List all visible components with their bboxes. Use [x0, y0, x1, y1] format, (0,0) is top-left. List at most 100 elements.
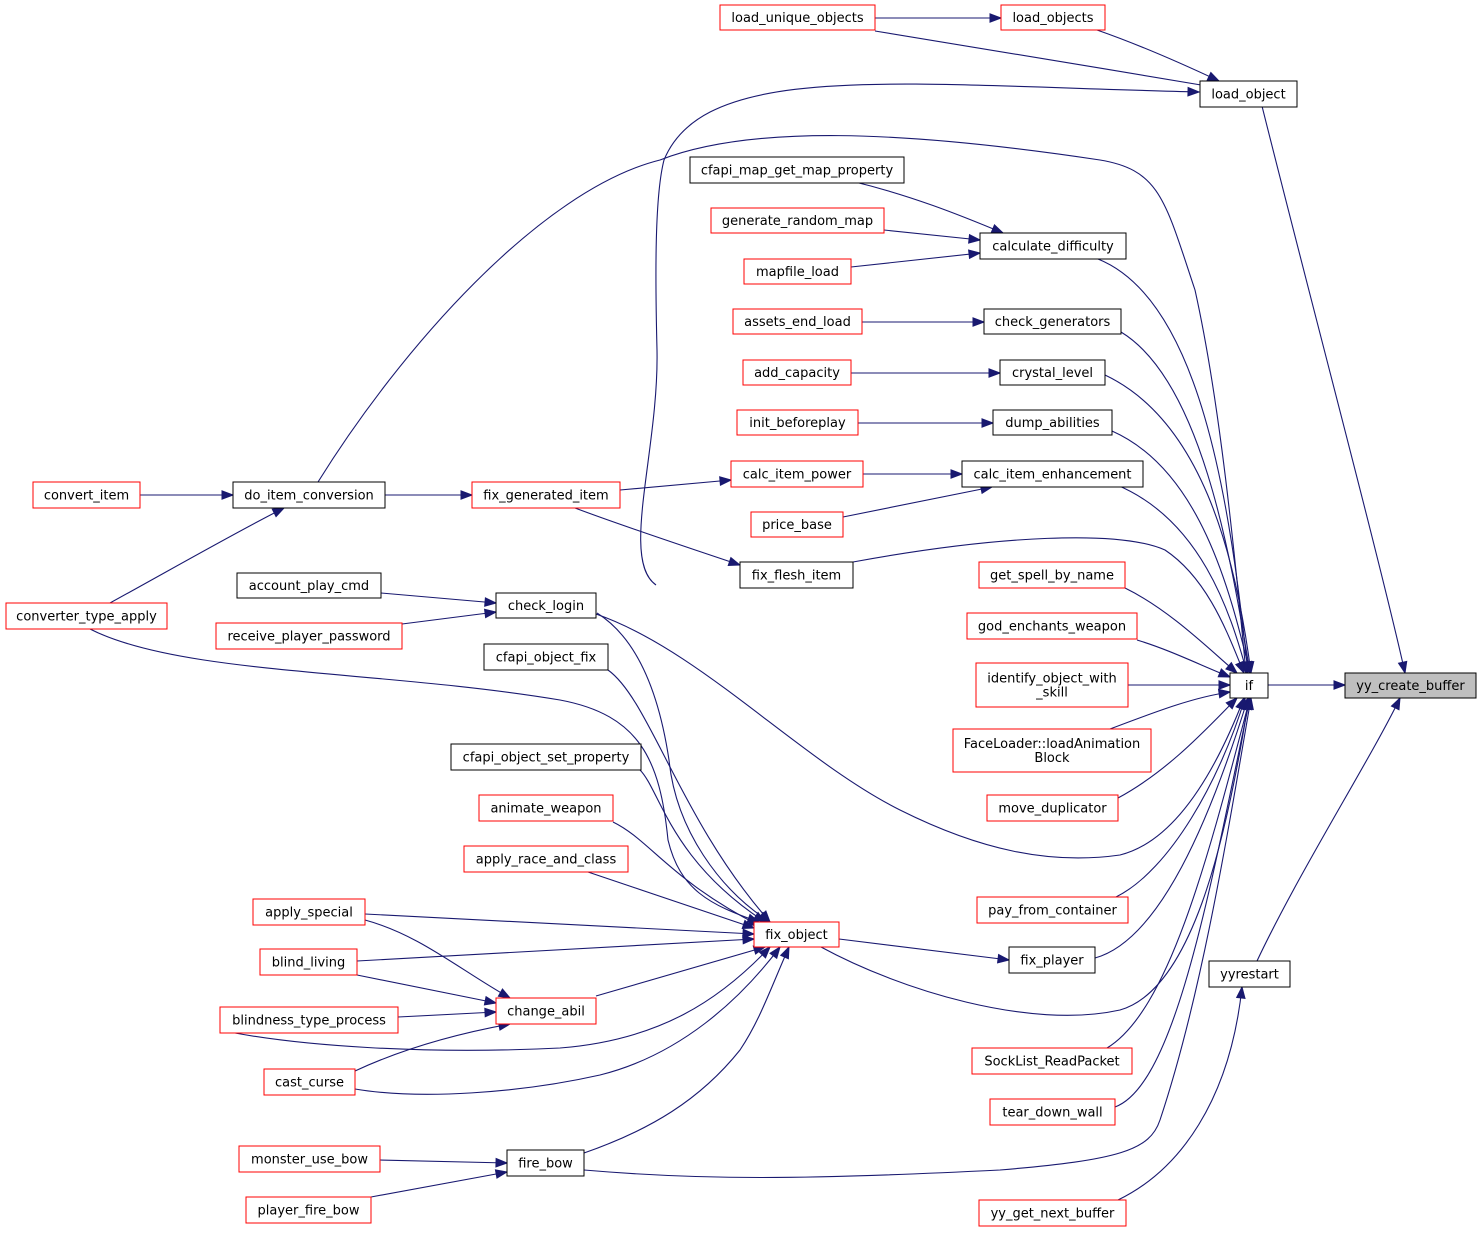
node-apply-race-and-class[interactable]: apply_race_and_class	[463, 845, 629, 873]
node-label: price_base	[762, 518, 832, 533]
node-label: animate_weapon	[490, 802, 601, 817]
arrowhead-icon	[742, 934, 756, 945]
call-edge-to-if	[1097, 258, 1249, 674]
node-identify-object-with-skill[interactable]: identify_object_with_skill	[975, 662, 1129, 708]
arrowhead-icon	[742, 928, 756, 939]
node-get-spell-by-name[interactable]: get_spell_by_name	[978, 561, 1126, 589]
node-socklist-readpacket[interactable]: SockList_ReadPacket	[971, 1047, 1133, 1075]
node-add-capacity[interactable]: add_capacity	[742, 359, 852, 386]
node-animate-weapon[interactable]: animate_weapon	[478, 794, 614, 822]
call-edge-to-change-abil	[364, 919, 511, 999]
arrowhead-icon	[1187, 86, 1201, 97]
node-cfapi-object-set-property: cfapi_object_set_property	[450, 743, 642, 771]
arrowhead-icon	[988, 368, 1002, 378]
arrowhead-icon	[484, 1007, 498, 1018]
node-yy-get-next-buffer[interactable]: yy_get_next_buffer	[978, 1199, 1127, 1227]
node-box	[1208, 960, 1291, 988]
node-box	[753, 921, 840, 948]
arrowhead-icon	[989, 13, 1003, 23]
call-edge-to-if	[583, 697, 1252, 1179]
node-label: blind_living	[272, 956, 346, 971]
node-convert-item[interactable]: convert_item	[32, 481, 141, 509]
call-edge-to-if	[317, 135, 1247, 674]
arrowhead-icon	[727, 556, 742, 567]
node-label: blindness_type_process	[232, 1014, 386, 1029]
node-monster-use-bow[interactable]: monster_use_bow	[238, 1145, 381, 1173]
arrowhead-icon	[972, 317, 986, 327]
node-calc-item-power[interactable]: calc_item_power	[730, 460, 864, 488]
node-assets-end-load[interactable]: assets_end_load	[732, 308, 863, 335]
node-receive-player-password[interactable]: receive_player_password	[215, 622, 403, 650]
node-label: _skill	[1035, 686, 1068, 701]
node-label: check_login	[508, 599, 584, 614]
node-god-enchants-weapon[interactable]: god_enchants_weapon	[966, 612, 1138, 640]
node-change-abil[interactable]: change_abil	[495, 997, 597, 1025]
node-pay-from-container[interactable]: pay_from_container	[976, 896, 1129, 924]
node-blindness-type-process[interactable]: blindness_type_process	[219, 1006, 399, 1034]
node-box	[992, 409, 1113, 436]
node-label: yyrestart	[1220, 968, 1279, 983]
node-box	[989, 1098, 1116, 1126]
node-box	[710, 207, 885, 234]
call-edge-to-check-login	[380, 592, 497, 604]
node-label: cfapi_object_fix	[496, 651, 597, 666]
node-label: generate_random_map	[722, 214, 873, 229]
node-fix-generated-item[interactable]: fix_generated_item	[471, 481, 621, 509]
arrowhead-icon	[271, 507, 286, 518]
node-label: if	[1245, 679, 1254, 694]
call-edge-to-if	[1115, 697, 1246, 898]
node-label: cast_curse	[275, 1076, 344, 1091]
call-edge-to-if	[1104, 374, 1252, 674]
call-edge-to-load-object	[1096, 29, 1220, 82]
arrowhead-icon	[1217, 688, 1232, 699]
call-edge-to-fix-object	[612, 821, 761, 927]
node-blind-living[interactable]: blind_living	[259, 948, 358, 976]
node-box	[236, 572, 382, 599]
node-label: apply_special	[265, 906, 353, 921]
call-edge-to-change-abil	[397, 1011, 497, 1018]
call-edge-to-yy-create-buffer	[1256, 697, 1401, 962]
call-edge-to-load-object	[640, 83, 1200, 586]
node-fix-player: fix_player	[1008, 946, 1096, 974]
call-edge-to-if	[852, 537, 1245, 674]
node-cast-curse[interactable]: cast_curse	[263, 1068, 356, 1096]
node-mapfile-load[interactable]: mapfile_load	[743, 258, 852, 285]
call-edge-to-calculate-difficulty	[850, 180, 1004, 234]
node-box	[259, 948, 358, 976]
arrowhead-icon	[221, 490, 235, 500]
node-account-play-cmd: account_play_cmd	[236, 572, 382, 599]
node-box	[719, 4, 876, 31]
node-label: yy_create_buffer	[1356, 679, 1465, 694]
node-price-base[interactable]: price_base	[750, 511, 844, 538]
arrowhead-icon	[483, 608, 498, 619]
arrowhead-icon	[719, 476, 733, 486]
node-yy-create-buffer: yy_create_buffer	[1344, 672, 1477, 699]
node-apply-special[interactable]: apply_special	[252, 898, 366, 926]
node-box	[450, 743, 642, 771]
call-edge-to-fix-object	[596, 612, 771, 923]
node-label: yy_get_next_buffer	[991, 1207, 1115, 1222]
call-edge-to-fix-object	[607, 669, 771, 923]
node-load-unique-objects[interactable]: load_unique_objects	[719, 4, 876, 31]
node-fix-object[interactable]: fix_object	[753, 921, 840, 948]
arrowhead-icon	[758, 910, 771, 924]
node-load-objects[interactable]: load_objects	[1000, 4, 1106, 31]
node-check-login: check_login	[495, 592, 597, 619]
node-move-duplicator[interactable]: move_duplicator	[986, 794, 1119, 822]
node-player-fire-bow[interactable]: player_fire_bow	[245, 1196, 372, 1224]
node-label: tear_down_wall	[1002, 1106, 1102, 1121]
node-init-beforeplay[interactable]: init_beforeplay	[736, 409, 859, 436]
node-yyrestart: yyrestart	[1208, 960, 1291, 988]
arrowhead-icon	[996, 953, 1011, 964]
node-converter-type-apply[interactable]: converter_type_apply	[5, 602, 168, 630]
node-generate-random-map[interactable]: generate_random_map	[710, 207, 885, 234]
call-edge-to-yy-create-buffer	[1255, 81, 1406, 674]
call-edge-to-if	[1124, 587, 1238, 674]
node-label: monster_use_bow	[251, 1153, 368, 1168]
node-box	[478, 794, 614, 822]
node-box	[976, 896, 1129, 924]
call-edge-to-change-abil	[354, 1023, 511, 1072]
call-edge-to-fix-object	[89, 628, 760, 923]
node-tear-down-wall[interactable]: tear_down_wall	[989, 1098, 1116, 1126]
